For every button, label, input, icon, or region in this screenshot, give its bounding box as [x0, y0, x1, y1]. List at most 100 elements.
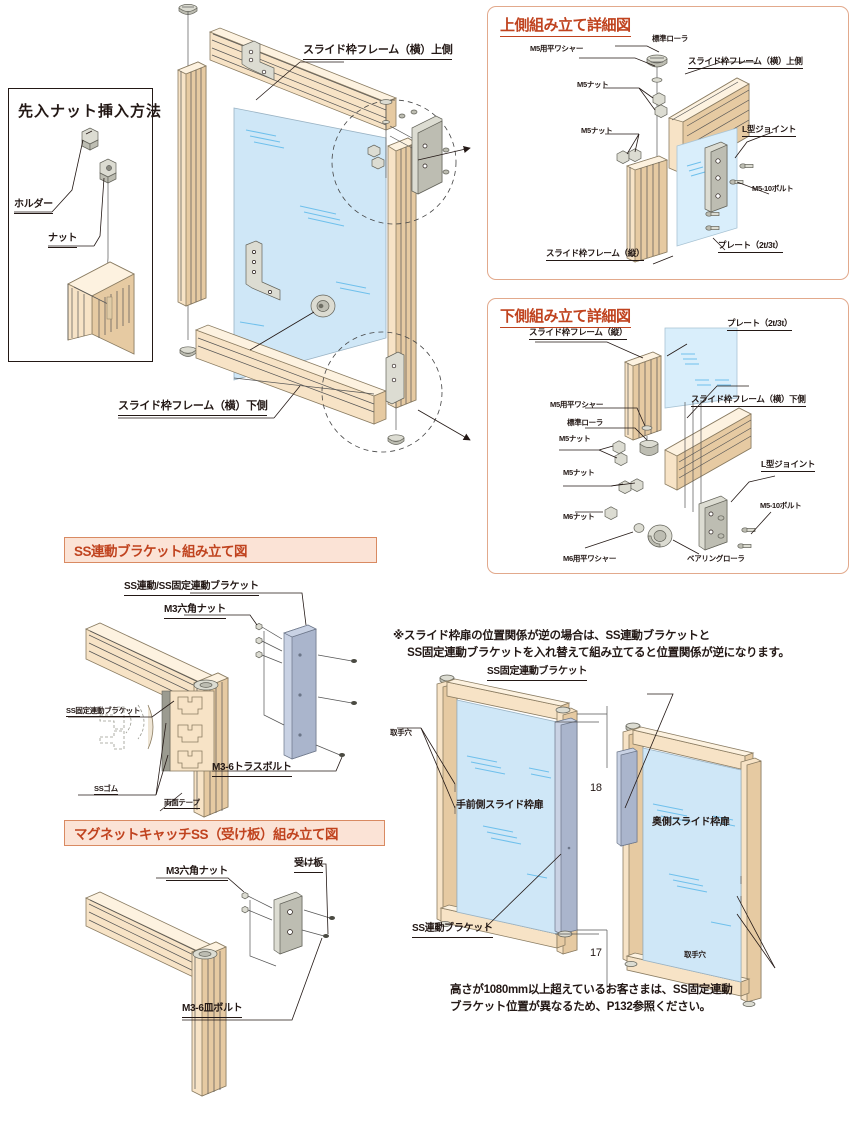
- label-handle-hole-left: 取手穴: [390, 728, 412, 737]
- label-door-front: 手前側スライド枠扉: [456, 800, 544, 811]
- label-ss-rubber: SSゴム: [94, 784, 118, 796]
- doors-note-bottom: 高さが1080mm以上超えているお客さまは、SS固定連動 ブラケット位置が異なる…: [450, 984, 733, 1014]
- label-frame-v-lower: スライド枠フレーム（縦）: [529, 327, 627, 340]
- aluminium-extrusion: [67, 261, 135, 355]
- main-glass-panel: [233, 107, 387, 381]
- holder-part: [81, 127, 99, 151]
- washer-m5-lower: [641, 425, 653, 431]
- label-bearing-roller-lower: ベアリングローラ: [687, 554, 745, 563]
- label-top-horizontal-frame: スライド枠フレーム（横）上側: [303, 44, 453, 60]
- m6-nut-lower: [604, 506, 618, 520]
- nut-insert-title: 先入ナット挿入方法: [18, 103, 163, 120]
- label-roller-lower: 標準ローラ: [567, 418, 603, 427]
- bottom-horizontal-frame: [194, 324, 388, 425]
- ss-bracket-art: [68, 592, 357, 818]
- label-ss-bracket: SS連動/SS固定連動ブラケット: [124, 581, 259, 596]
- label-ss-hex-nut: M3六角ナット: [164, 604, 226, 619]
- frame-horizontal-bottom-lower: [664, 407, 752, 491]
- label-handle-hole-right: 取手穴: [684, 950, 706, 959]
- dimension-bottom: 17: [590, 947, 602, 959]
- label-door-back: 奥側スライド枠扉: [652, 817, 730, 828]
- label-bolt-upper: M5-10ボルト: [752, 184, 794, 193]
- l-joint-lower-detail: [698, 495, 728, 551]
- label-washer-m5-upper: M5用平ワシャー: [530, 44, 584, 53]
- m5-nuts-lower-lower-pair: [618, 478, 644, 494]
- bearing-roller-main: [310, 294, 336, 318]
- label-washer-m5-lower: M5用平ワシャー: [550, 400, 604, 409]
- nut-label: ナット: [48, 233, 77, 248]
- ss-rubber-section: [99, 704, 145, 750]
- m5-10-bolts-lower: [737, 527, 756, 549]
- label-frame-h-bottom-lower: スライド枠フレーム（横）下側: [691, 394, 806, 407]
- label-nut-m5-b-upper: M5ナット: [581, 126, 613, 135]
- label-bolt-lower: M5-10ボルト: [760, 501, 802, 510]
- washer-m5-upper: [651, 77, 663, 83]
- plate-lower: [664, 327, 738, 409]
- standard-roller-lower: [639, 440, 659, 456]
- label-roller-upper: 標準ローラ: [652, 34, 688, 43]
- label-l-joint-lower: L型ジョイント: [761, 459, 815, 472]
- label-nut-m6-lower: M6ナット: [563, 512, 595, 521]
- ss-bracket-header-text: SS連動ブラケット組み立て図: [74, 544, 248, 559]
- label-frame-h-top-upper: スライド枠フレーム（横）上側: [688, 56, 803, 69]
- ss-bracket-part: [283, 624, 317, 760]
- frame-vertical-upper: [625, 155, 669, 263]
- standard-roller-upper: [646, 54, 668, 68]
- label-mc-strike-plate: 受け板: [294, 858, 323, 873]
- ss-fixed-bracket-back: [616, 747, 638, 847]
- door-back: [616, 722, 762, 1007]
- lower-detail-title: 下側組み立て詳細図: [500, 305, 631, 328]
- magnet-catch-header-text: マグネットキャッチSS（受け板）組み立て図: [74, 827, 339, 842]
- dimension-lines: [555, 706, 608, 988]
- label-ss-double-tape: 両面テープ: [164, 798, 200, 810]
- dimension-top: 18: [590, 782, 602, 794]
- label-bottom-horizontal-frame: スライド枠フレーム（横）下側: [118, 400, 268, 416]
- mc-vertical-profile: [191, 941, 227, 1097]
- label-ss-fixed-bracket-doors: SS固定連動ブラケット: [487, 666, 587, 681]
- upper-detail-circle: [331, 99, 457, 225]
- lower-detail-callout-art: [385, 351, 405, 445]
- lower-detail-art: [535, 327, 776, 555]
- ss-cross-section: [99, 690, 215, 772]
- lower-detail-circle: [321, 331, 443, 453]
- m5-10-bolts-upper: [705, 163, 754, 231]
- ss-bracket-front: [554, 706, 578, 938]
- doors-note-top: ※スライド枠扉の位置関係が逆の場合は、SS連動ブラケットと SS固定連動ブラケッ…: [393, 630, 790, 660]
- label-nut-m5-a-lower: M5ナット: [559, 434, 591, 443]
- label-plate-upper: プレート（2t/3t）: [718, 240, 783, 253]
- ss-bracket-section-header: SS連動ブラケット組み立て図: [64, 537, 377, 563]
- vertical-frame-right: [387, 137, 417, 409]
- label-ss-fixed-bracket: SS固定連動ブラケット: [66, 706, 141, 718]
- label-ss-truss-bolt: M3-6トラスボルト: [212, 762, 292, 777]
- m5-nuts-lower-upper-pair: [612, 440, 628, 466]
- upper-detail-art: [579, 45, 774, 265]
- m5-nuts-upper-pair: [652, 92, 668, 118]
- ss-m3-hex-nuts: [255, 623, 263, 659]
- label-nut-m5-a-upper: M5ナット: [577, 80, 609, 89]
- magnet-catch-section-header: マグネットキャッチSS（受け板）組み立て図: [64, 820, 385, 846]
- mc-flat-bolts: [323, 916, 335, 938]
- label-mc-hex-nut: M3六角ナット: [166, 866, 228, 881]
- label-ss-bracket-doors: SS連動ブラケット: [412, 923, 493, 938]
- frame-vertical-lower: [623, 351, 663, 441]
- door-front: [436, 674, 578, 955]
- doors-art: [397, 674, 776, 1007]
- label-frame-v-upper: スライド枠フレーム（縦）: [546, 248, 644, 261]
- label-nut-m5-b-lower: M5ナット: [563, 468, 595, 477]
- label-plate-lower: プレート（2t/3t）: [727, 318, 792, 331]
- bearing-roller-lower: [647, 524, 673, 548]
- m5-nuts-lower-pair: [616, 148, 642, 164]
- vertical-frame-left: [177, 61, 207, 307]
- main-label-leaders: [118, 61, 471, 441]
- l-joint-upper-detail: [704, 141, 728, 213]
- upper-detail-panel: [487, 6, 849, 280]
- main-top-roller: [178, 4, 198, 15]
- upper-detail-title: 上側組み立て詳細図: [500, 14, 631, 37]
- label-mc-flat-bolt: M3-6皿ボルト: [182, 1003, 243, 1018]
- label-l-joint-upper: L型ジョイント: [742, 124, 796, 137]
- magnet-catch-art: [85, 863, 335, 1097]
- mc-strike-plate: [273, 891, 303, 955]
- l-joint-upper-main: [241, 40, 275, 81]
- ss-corner-roller: [193, 679, 219, 691]
- nut-insert-art: [14, 127, 135, 355]
